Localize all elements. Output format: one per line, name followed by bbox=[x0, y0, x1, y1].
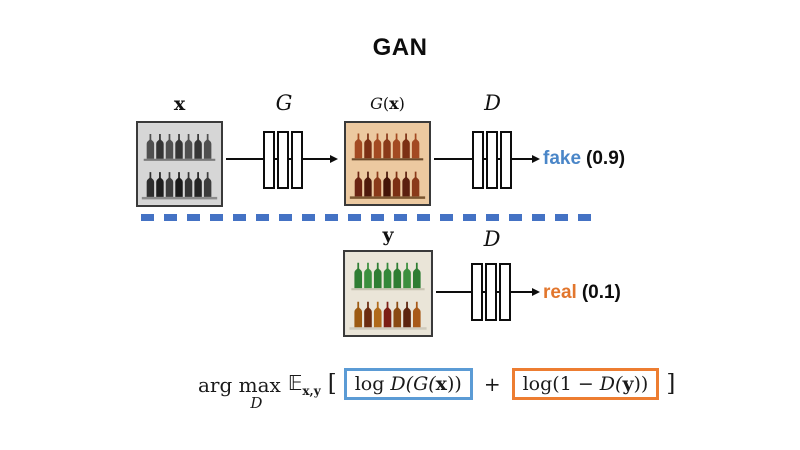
network-layer bbox=[471, 263, 483, 321]
term1-fn: log bbox=[354, 373, 391, 396]
real-score: (0.1) bbox=[581, 282, 621, 303]
real-word: real bbox=[543, 282, 577, 303]
input-image-x bbox=[136, 121, 223, 207]
term-log-1-minus-dy: log(1 − D(y)) bbox=[511, 368, 660, 401]
objective-formula: arg max D 𝔼x,y [ log D(G(x)) + log(1 − D… bbox=[198, 366, 676, 411]
network-layer bbox=[277, 131, 289, 189]
arrow-real-to-discriminator bbox=[436, 288, 540, 296]
term1-mid: D(G( bbox=[390, 373, 436, 396]
term1-arg: x bbox=[435, 373, 447, 396]
argmax-text: arg max bbox=[198, 373, 281, 397]
discriminator-bottom-label: D bbox=[483, 227, 501, 251]
gx-close: ) bbox=[398, 94, 405, 113]
dashed-divider bbox=[141, 214, 591, 221]
real-y-label: y bbox=[382, 224, 394, 246]
gx-open: ( bbox=[382, 94, 390, 113]
network-layer bbox=[486, 131, 498, 189]
generated-gx-label: G(x) bbox=[344, 94, 431, 113]
network-layer bbox=[499, 263, 511, 321]
real-output: real(0.1) bbox=[543, 282, 621, 304]
generator-label: G bbox=[275, 91, 293, 115]
left-bracket: [ bbox=[327, 371, 337, 398]
real-image-y bbox=[343, 250, 433, 337]
term2-arg: y bbox=[622, 373, 634, 396]
argmax-operator: arg max D bbox=[198, 375, 281, 412]
generated-image-gx bbox=[344, 121, 431, 206]
grayscale-bottles-graphic bbox=[138, 123, 221, 205]
term2-mid: D( bbox=[599, 373, 623, 396]
discriminator-top-network-icon bbox=[472, 131, 512, 189]
gx-g: G bbox=[370, 94, 383, 113]
discriminator-bottom-network-icon bbox=[471, 263, 511, 321]
network-layer bbox=[485, 263, 497, 321]
generator-network-icon bbox=[263, 131, 303, 189]
network-layer bbox=[291, 131, 303, 189]
expectation-e: 𝔼 bbox=[287, 370, 303, 395]
input-x-label: x bbox=[173, 93, 186, 115]
diagram-title: GAN bbox=[372, 34, 428, 61]
network-layer bbox=[472, 131, 484, 189]
real-bottles-graphic bbox=[345, 252, 431, 335]
term-log-d-gx: log D(G(x)) bbox=[343, 368, 473, 401]
term1-end: )) bbox=[447, 373, 462, 396]
network-layer bbox=[263, 131, 275, 189]
argmax-subscript: D bbox=[250, 394, 263, 412]
term2-end: )) bbox=[633, 373, 649, 396]
term2-pre: (1 − bbox=[552, 373, 600, 396]
plus-sign: + bbox=[483, 372, 501, 397]
discriminator-top-label: D bbox=[484, 91, 501, 115]
generated-bottles-graphic bbox=[346, 123, 429, 204]
right-bracket: ] bbox=[666, 371, 676, 398]
term2-fn: log bbox=[522, 373, 553, 396]
expectation-subscript: x,y bbox=[302, 383, 321, 398]
network-layer bbox=[500, 131, 512, 189]
fake-output: fake(0.9) bbox=[543, 148, 625, 170]
gx-x: x bbox=[389, 94, 399, 113]
fake-word: fake bbox=[543, 148, 582, 169]
expectation-symbol: 𝔼x,y bbox=[288, 371, 321, 398]
fake-score: (0.9) bbox=[586, 148, 626, 169]
